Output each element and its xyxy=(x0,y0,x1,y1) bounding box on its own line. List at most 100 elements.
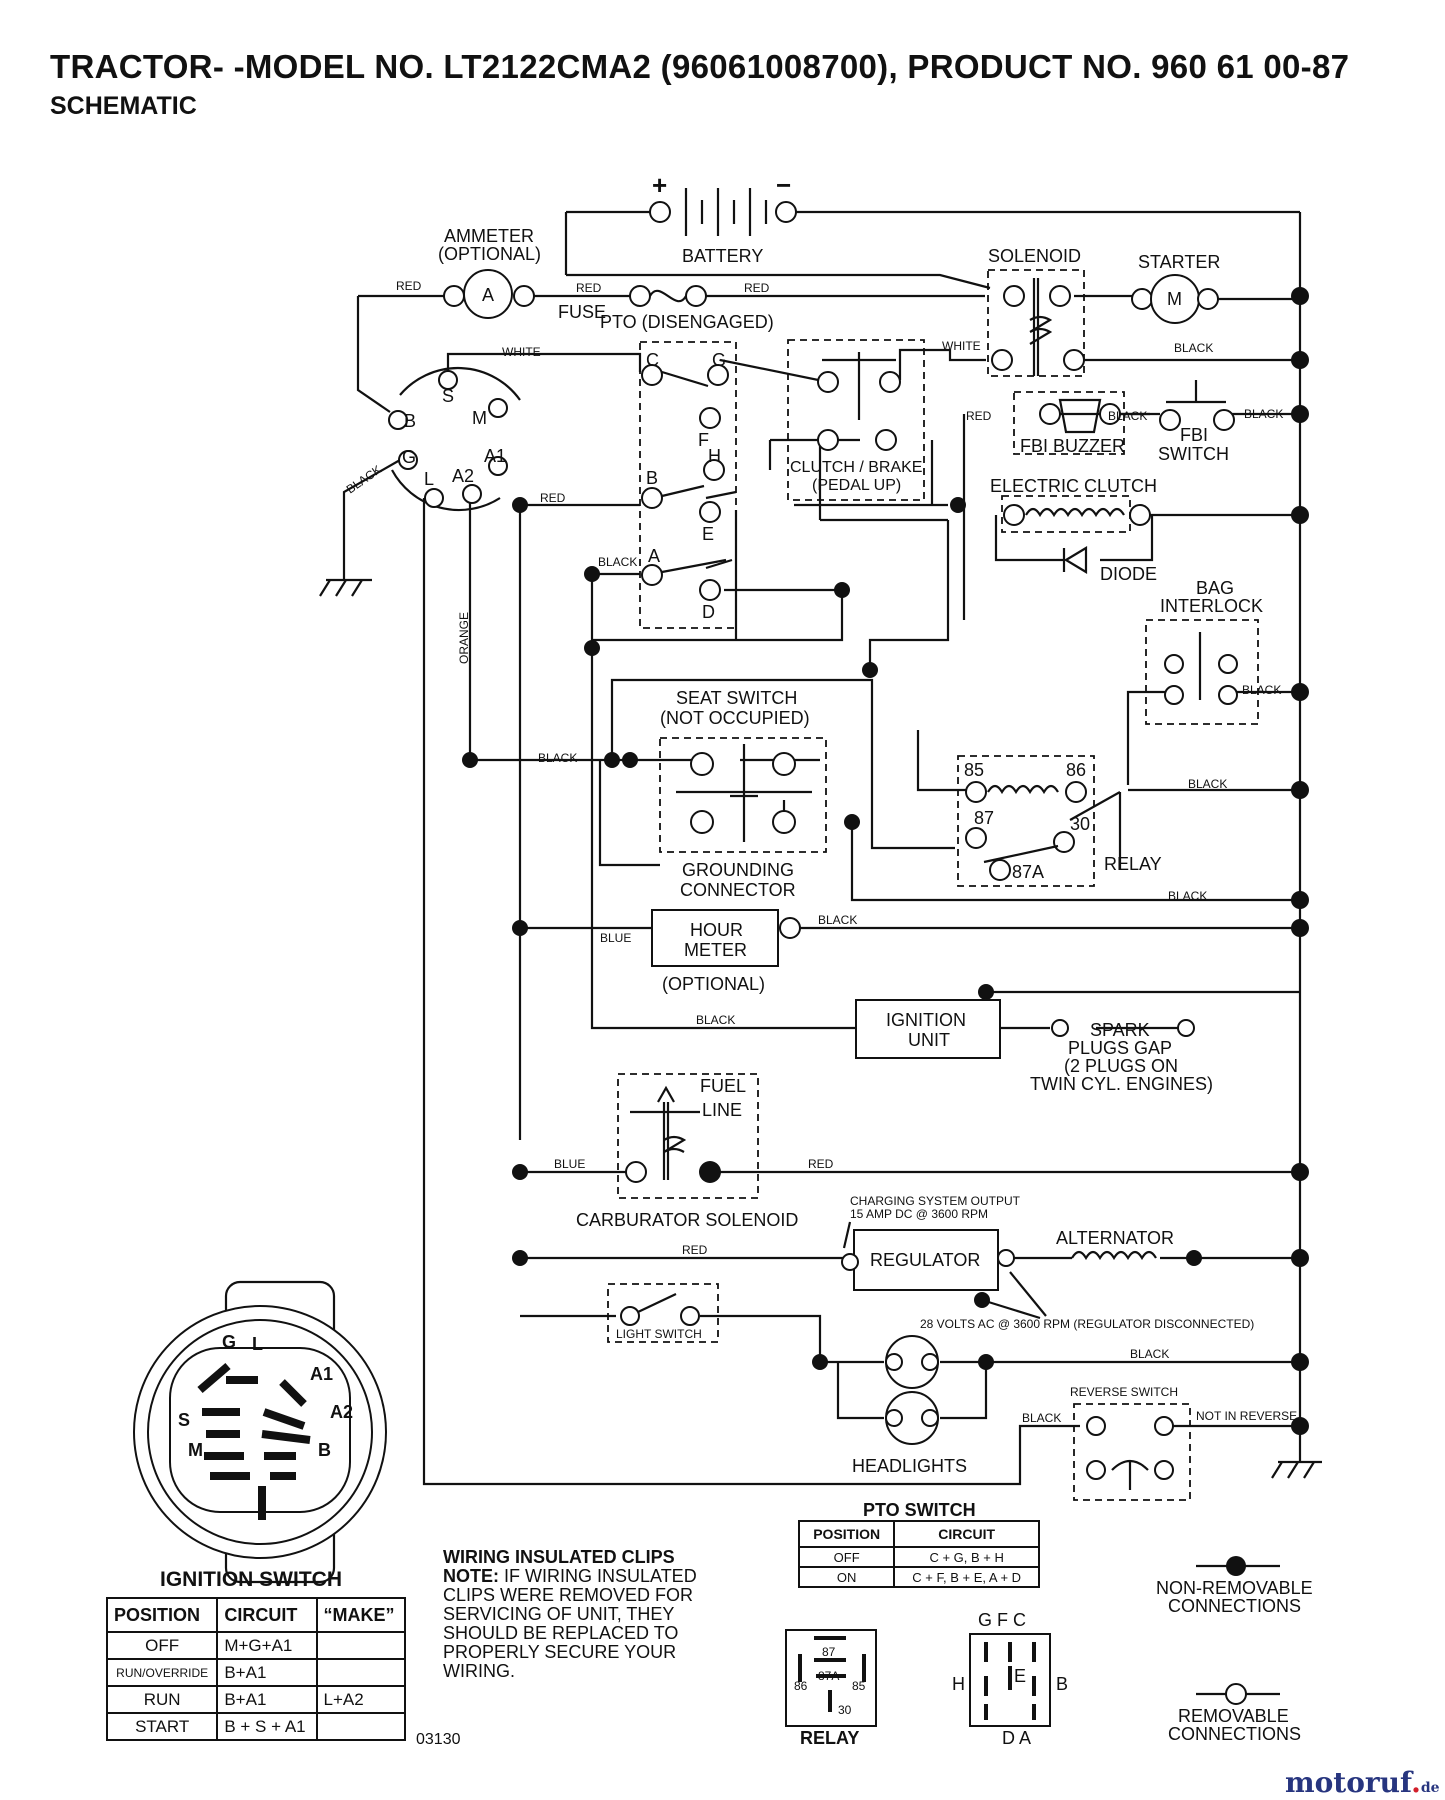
diode-label: DIODE xyxy=(1100,564,1157,584)
svg-text:BLACK: BLACK xyxy=(538,751,577,765)
svg-text:WHITE: WHITE xyxy=(502,345,541,359)
svg-text:BLACK: BLACK xyxy=(1242,683,1281,697)
svg-text:(2 PLUGS ON: (2 PLUGS ON xyxy=(1064,1056,1178,1076)
pto-face-bottom: D A xyxy=(1002,1728,1031,1748)
wiring-clips-note: WIRING INSULATED CLIPS NOTE: IF WIRING I… xyxy=(443,1548,743,1681)
fuse-label: FUSE xyxy=(558,302,606,322)
ignition-switch-face: G L A1 S A2 M B IGNITION SWITCH xyxy=(133,1280,387,1591)
svg-text:RED: RED xyxy=(396,279,422,293)
svg-text:86: 86 xyxy=(1066,760,1086,780)
ign-header-position: POSITION xyxy=(105,1597,219,1633)
svg-text:BLACK: BLACK xyxy=(1174,341,1213,355)
fbi-buzzer: FBI BUZZER xyxy=(1013,391,1125,456)
ammeter-symbol: A AMMETER (OPTIONAL) xyxy=(438,226,541,319)
svg-text:G: G xyxy=(712,350,726,370)
svg-text:M: M xyxy=(472,408,487,428)
brand-watermark: motoruf.de xyxy=(1285,1766,1440,1799)
face-label-m: M xyxy=(188,1440,203,1460)
svg-text:85: 85 xyxy=(852,1679,866,1693)
table-row: RUN/OVERRIDE B+A1 xyxy=(105,1658,407,1687)
svg-text:(NOT OCCUPIED): (NOT OCCUPIED) xyxy=(660,708,810,728)
svg-text:BLACK: BLACK xyxy=(1130,1347,1169,1361)
ac-voltage-note: 28 VOLTS AC @ 3600 RPM (REGULATOR DISCON… xyxy=(920,1317,1254,1331)
svg-text:RED: RED xyxy=(576,281,602,295)
svg-text:87: 87 xyxy=(822,1645,836,1659)
svg-text:BLACK: BLACK xyxy=(1168,889,1207,903)
ign-header-make: “MAKE” xyxy=(315,1597,407,1633)
svg-text:BLACK: BLACK xyxy=(598,555,637,569)
svg-text:RED: RED xyxy=(808,1157,834,1171)
reverse-switch: REVERSE SWITCH NOT IN REVERSE xyxy=(1070,1385,1297,1501)
pto-switch-title: PTO SWITCH xyxy=(863,1500,976,1520)
junction-dots xyxy=(462,287,1309,1435)
svg-text:BLACK: BLACK xyxy=(1188,777,1227,791)
spark-plugs-label: SPARK xyxy=(1090,1020,1150,1040)
ground-symbol-right xyxy=(1271,1430,1322,1479)
fbi-switch: FBI SWITCH xyxy=(1158,380,1235,464)
pto-switch-face: G F C H E B D A xyxy=(952,1610,1068,1748)
page-subtitle: SCHEMATIC xyxy=(50,92,197,120)
svg-text:87A: 87A xyxy=(1012,862,1044,882)
svg-text:CONNECTIONS: CONNECTIONS xyxy=(1168,1724,1301,1744)
seat-switch-label: SEAT SWITCH xyxy=(676,688,797,708)
pto-face-center: E xyxy=(1014,1666,1026,1686)
svg-text:INTERLOCK: INTERLOCK xyxy=(1160,596,1263,616)
svg-text:C: C xyxy=(646,350,659,370)
legend: NON-REMOVABLE CONNECTIONS REMOVABLE CONN… xyxy=(1156,1556,1313,1744)
svg-text:BLACK: BLACK xyxy=(1108,409,1147,423)
svg-text:BLACK: BLACK xyxy=(818,913,857,927)
bag-interlock: BAG INTERLOCK xyxy=(1145,578,1263,725)
note-label: NOTE: xyxy=(443,1566,499,1586)
pto-face-right: B xyxy=(1056,1674,1068,1694)
relay-pinout: 87 87A 86 85 30 RELAY xyxy=(785,1629,877,1748)
headlights: HEADLIGHTS xyxy=(852,1335,967,1476)
svg-text:A2: A2 xyxy=(452,466,474,486)
svg-text:F: F xyxy=(698,430,709,450)
svg-text:BLACK: BLACK xyxy=(344,462,384,496)
svg-text:30: 30 xyxy=(1070,814,1090,834)
svg-text:CONNECTIONS: CONNECTIONS xyxy=(1168,1596,1301,1616)
clutch-brake-switch: CLUTCH / BRAKE (PEDAL UP) xyxy=(787,339,925,501)
wires xyxy=(342,210,1302,1486)
face-label-a2: A2 xyxy=(330,1402,353,1422)
svg-text:L: L xyxy=(424,469,434,489)
svg-text:WHITE: WHITE xyxy=(942,339,981,353)
svg-text:RED: RED xyxy=(540,491,566,505)
ignition-switch-table: POSITION CIRCUIT “MAKE” OFF M+G+A1 RUN/O… xyxy=(105,1597,407,1741)
svg-text:RED: RED xyxy=(966,409,992,423)
starter-symbol: M STARTER xyxy=(1131,252,1220,324)
table-row: START B + S + A1 xyxy=(105,1712,407,1741)
face-label-g: G xyxy=(222,1332,236,1352)
battery-plus: + xyxy=(652,170,667,200)
face-label-s: S xyxy=(178,1410,190,1430)
ign-header-circuit: CIRCUIT xyxy=(216,1597,318,1633)
svg-text:METER: METER xyxy=(684,940,747,960)
svg-text:ORANGE: ORANGE xyxy=(457,612,471,664)
carburator-solenoid: FUEL LINE CARBURATOR SOLENOID xyxy=(576,1073,798,1230)
legend-non-removable: NON-REMOVABLE xyxy=(1156,1578,1313,1598)
table-row: ON C + F, B + E, A + D xyxy=(797,1566,1040,1588)
relay-label: RELAY xyxy=(1104,854,1162,874)
electric-clutch-label: ELECTRIC CLUTCH xyxy=(990,476,1157,496)
fuel-line-label: FUEL xyxy=(700,1076,746,1096)
solenoid-symbol: SOLENOID xyxy=(987,246,1085,377)
svg-text:LINE: LINE xyxy=(702,1100,742,1120)
face-label-l: L xyxy=(252,1334,263,1354)
table-row: OFF C + G, B + H xyxy=(797,1546,1040,1568)
relay-symbol: 85 86 87 30 87A RELAY xyxy=(957,755,1162,887)
svg-text:BLACK: BLACK xyxy=(1022,1411,1061,1425)
light-switch-label: LIGHT SWITCH xyxy=(616,1327,702,1341)
ignition-switch-title: IGNITION SWITCH xyxy=(160,1568,342,1591)
svg-text:CONNECTOR: CONNECTOR xyxy=(680,880,796,900)
svg-text:15 AMP DC @ 3600 RPM: 15 AMP DC @ 3600 RPM xyxy=(850,1207,988,1221)
svg-text:RED: RED xyxy=(682,1243,708,1257)
svg-text:SWITCH: SWITCH xyxy=(1158,444,1229,464)
svg-text:85: 85 xyxy=(964,760,984,780)
pto-header-position: POSITION xyxy=(797,1520,896,1548)
bag-interlock-label: BAG xyxy=(1196,578,1234,598)
ground-symbol-left xyxy=(319,578,372,597)
svg-text:BLACK: BLACK xyxy=(1244,407,1283,421)
svg-text:S: S xyxy=(442,386,454,406)
